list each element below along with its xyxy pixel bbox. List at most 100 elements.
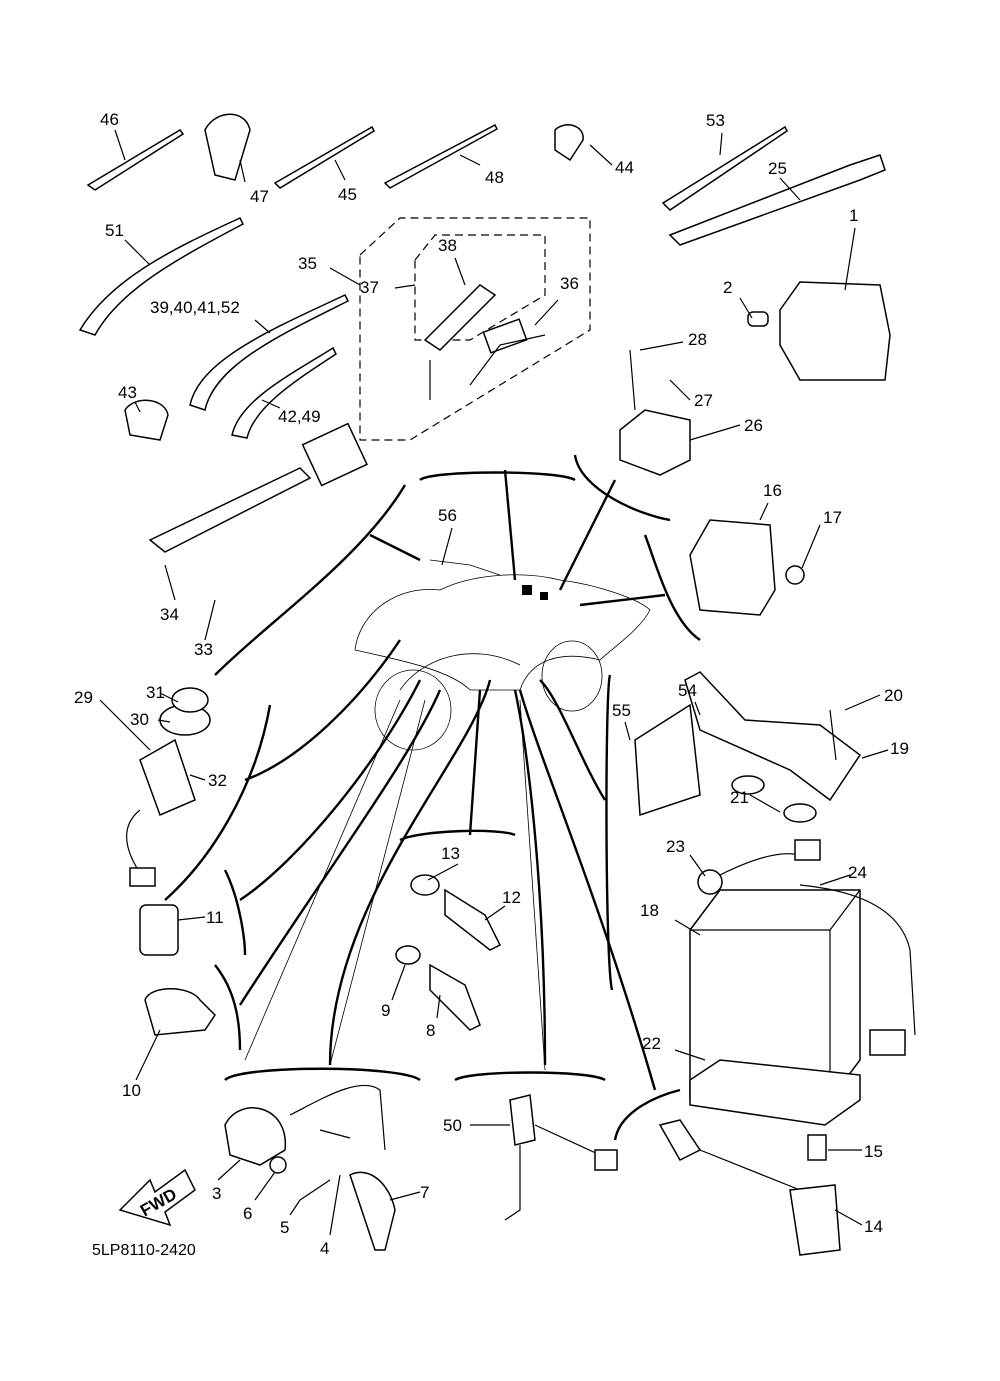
callout-36: 36 bbox=[560, 274, 579, 293]
callout-leader-38 bbox=[454, 257, 466, 286]
parts bbox=[78, 113, 916, 1256]
callout-34: 34 bbox=[160, 605, 179, 624]
callout-32: 32 bbox=[208, 771, 227, 790]
callout-leader-7 bbox=[389, 1191, 421, 1201]
callout-1: 1 bbox=[849, 206, 858, 225]
callout-leader-5 bbox=[289, 1199, 301, 1216]
callout-4: 4 bbox=[320, 1239, 329, 1258]
callout-leader-51 bbox=[124, 239, 151, 266]
callout-leader-22 bbox=[674, 1049, 706, 1061]
callout-leader-56 bbox=[441, 527, 453, 566]
callout-leader-31 bbox=[159, 692, 179, 703]
callout-31: 31 bbox=[146, 683, 165, 702]
drawing-code: 5LP8110-2420 bbox=[92, 1242, 196, 1259]
callout-leader-30 bbox=[157, 719, 171, 723]
callout-14: 14 bbox=[864, 1217, 883, 1236]
callout-15: 15 bbox=[864, 1142, 883, 1161]
callout-leader-33 bbox=[204, 599, 216, 641]
callout-3: 3 bbox=[212, 1184, 221, 1203]
callout-6: 6 bbox=[243, 1204, 252, 1223]
callout-leader-6 bbox=[254, 1171, 276, 1201]
callout-55: 55 bbox=[612, 701, 631, 720]
callout-45: 45 bbox=[338, 185, 357, 204]
callout-leader-13 bbox=[427, 863, 459, 881]
callout-leader-39-40-41-52 bbox=[254, 319, 271, 334]
callout-29: 29 bbox=[74, 688, 93, 707]
callout-leader-11 bbox=[177, 916, 206, 921]
callout-leader-24 bbox=[819, 874, 851, 886]
callout-44: 44 bbox=[615, 158, 634, 177]
callout-leader-14 bbox=[834, 1209, 863, 1226]
callout-16: 16 bbox=[763, 481, 782, 500]
callout-leader-25 bbox=[779, 177, 801, 201]
callout-39-40-41-52: 39,40,41,52 bbox=[150, 298, 240, 317]
callout-11: 11 bbox=[206, 908, 224, 927]
callout-leader-17 bbox=[801, 524, 821, 569]
callout-2: 2 bbox=[723, 278, 732, 297]
callout-leader-32 bbox=[189, 774, 206, 781]
callout-leader-16 bbox=[759, 502, 769, 521]
callout-leader-47 bbox=[239, 159, 246, 183]
callout-48: 48 bbox=[485, 168, 504, 187]
callout-35: 35 bbox=[298, 254, 317, 273]
callout-leader-35 bbox=[329, 267, 361, 286]
callout-33: 33 bbox=[194, 640, 213, 659]
callout-23: 23 bbox=[666, 837, 685, 856]
callout-leader-42-49 bbox=[261, 399, 281, 409]
callout-leader-23 bbox=[689, 854, 706, 877]
callout-leader-12 bbox=[484, 905, 506, 921]
callout-leader-18 bbox=[674, 919, 701, 936]
callout-19: 19 bbox=[890, 739, 909, 758]
callout-leader-2 bbox=[739, 297, 753, 319]
callout-43: 43 bbox=[118, 383, 137, 402]
callout-26: 26 bbox=[744, 416, 763, 435]
callout-leader-44 bbox=[589, 144, 613, 166]
callout-24: 24 bbox=[848, 863, 867, 882]
callout-leader-26 bbox=[689, 424, 741, 441]
callout-7: 7 bbox=[420, 1183, 429, 1202]
callout-leader-8 bbox=[436, 994, 441, 1019]
callout-leader-48 bbox=[459, 154, 481, 166]
callout-leader-37 bbox=[394, 284, 416, 289]
callout-50: 50 bbox=[443, 1116, 462, 1135]
callout-leader-55 bbox=[624, 721, 631, 741]
callout-30: 30 bbox=[130, 710, 149, 729]
callout-9: 9 bbox=[381, 1001, 390, 1020]
callout-28: 28 bbox=[688, 330, 707, 349]
callout-leader-10 bbox=[135, 1029, 161, 1081]
callout-leader-4 bbox=[329, 1174, 341, 1236]
callout-38: 38 bbox=[438, 236, 457, 255]
callout-leader-29 bbox=[99, 699, 151, 751]
callout-12: 12 bbox=[502, 888, 521, 907]
callout-42-49: 42,49 bbox=[278, 407, 321, 426]
callout-leader-54 bbox=[694, 701, 701, 716]
callout-leader-19 bbox=[861, 749, 889, 759]
callout-8: 8 bbox=[426, 1021, 435, 1040]
sub-kit-dashed-box bbox=[414, 234, 546, 341]
kit-dashed-box bbox=[359, 217, 591, 441]
callout-leader-43 bbox=[134, 401, 141, 413]
callout-53: 53 bbox=[706, 111, 725, 130]
callout-leader-36 bbox=[534, 299, 559, 326]
callout-27: 27 bbox=[694, 391, 713, 410]
callout-47: 47 bbox=[250, 187, 269, 206]
callout-56: 56 bbox=[438, 506, 457, 525]
callout-18: 18 bbox=[640, 901, 659, 920]
callout-54: 54 bbox=[678, 681, 697, 700]
callout-leader-28 bbox=[639, 341, 684, 351]
callout-leader-1 bbox=[844, 227, 856, 291]
callout-5: 5 bbox=[280, 1218, 289, 1237]
callout-leader-3 bbox=[217, 1159, 241, 1181]
callout-leader-20 bbox=[844, 694, 881, 711]
callout-leader-53 bbox=[719, 132, 723, 156]
callout-13: 13 bbox=[441, 844, 460, 863]
callout-10: 10 bbox=[122, 1081, 141, 1100]
callout-leaders bbox=[99, 129, 889, 1236]
callout-leader-45 bbox=[334, 159, 346, 181]
callout-46: 46 bbox=[100, 110, 119, 129]
callout-37: 37 bbox=[360, 278, 379, 297]
callout-leader-34 bbox=[164, 564, 176, 601]
vehicle-thin-leaders bbox=[244, 699, 546, 1071]
